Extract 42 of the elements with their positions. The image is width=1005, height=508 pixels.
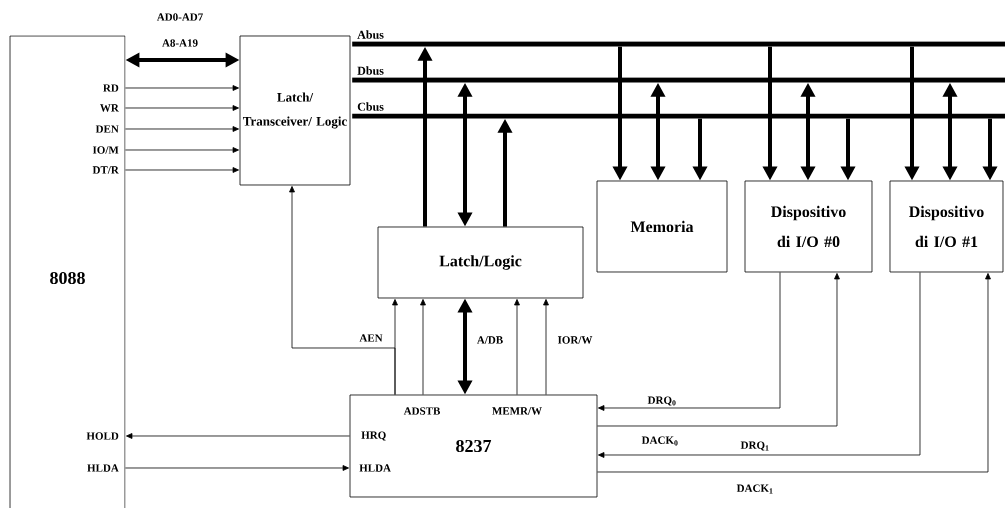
pin-label: HLDA [87,464,119,472]
signal-arrow [125,167,239,173]
edge-label: A/DB [475,335,505,345]
signal-arrow [125,147,239,153]
edge-label: DRQ$_{0}$ [646,395,678,407]
pin-label: HOLD [86,432,119,440]
signal-arrow [514,299,520,395]
signal-arrow [125,126,239,132]
signal-arrow [598,272,781,411]
block-box: Dispositivo di I/O #1 [889,180,1004,273]
pin-label: IO/M [92,146,119,154]
signal-arrow [125,465,349,471]
pin-label: WR [100,104,119,112]
signal-arrow [597,273,840,427]
edge-label: DACK$_{1}$ [735,483,775,495]
pin-label: DEN [95,125,119,133]
signal-arrow [289,186,396,395]
pin-label: HRQ [361,431,386,441]
pin-label: ADSTB [403,407,441,415]
signal-arrow [597,273,991,473]
bus-line: Dbus [352,66,1005,83]
signal-arrow [598,272,921,458]
edge-label: IOR/W [556,335,594,345]
edge-label: DRQ$_{1}$ [739,440,771,452]
pin-label: MEMR/W [492,407,542,415]
signal-arrow [420,299,426,395]
signal-arrow [543,299,549,395]
pin-label: DT/R [92,166,119,174]
signal-arrow [125,105,239,111]
signal-arrow [126,433,350,439]
block-box: Memoria [596,180,728,273]
pin-label: RD [103,84,119,92]
edge-label: AD0-AD7 A8-A19 [150,12,210,48]
signal-arrow [125,85,239,91]
block-box: Latch/ Transceiver/ Logic [239,35,351,186]
bus-line: Cbus [352,102,1005,119]
block-box: Dispositivo di I/O #0 [744,180,873,273]
edge-label: AEN [358,333,384,343]
bus-line: Abus [352,30,1005,47]
edge-label: DACK$_{0}$ [640,435,680,447]
pin-label: HLDA [359,464,391,472]
block-box: Latch/Logic [377,226,584,299]
